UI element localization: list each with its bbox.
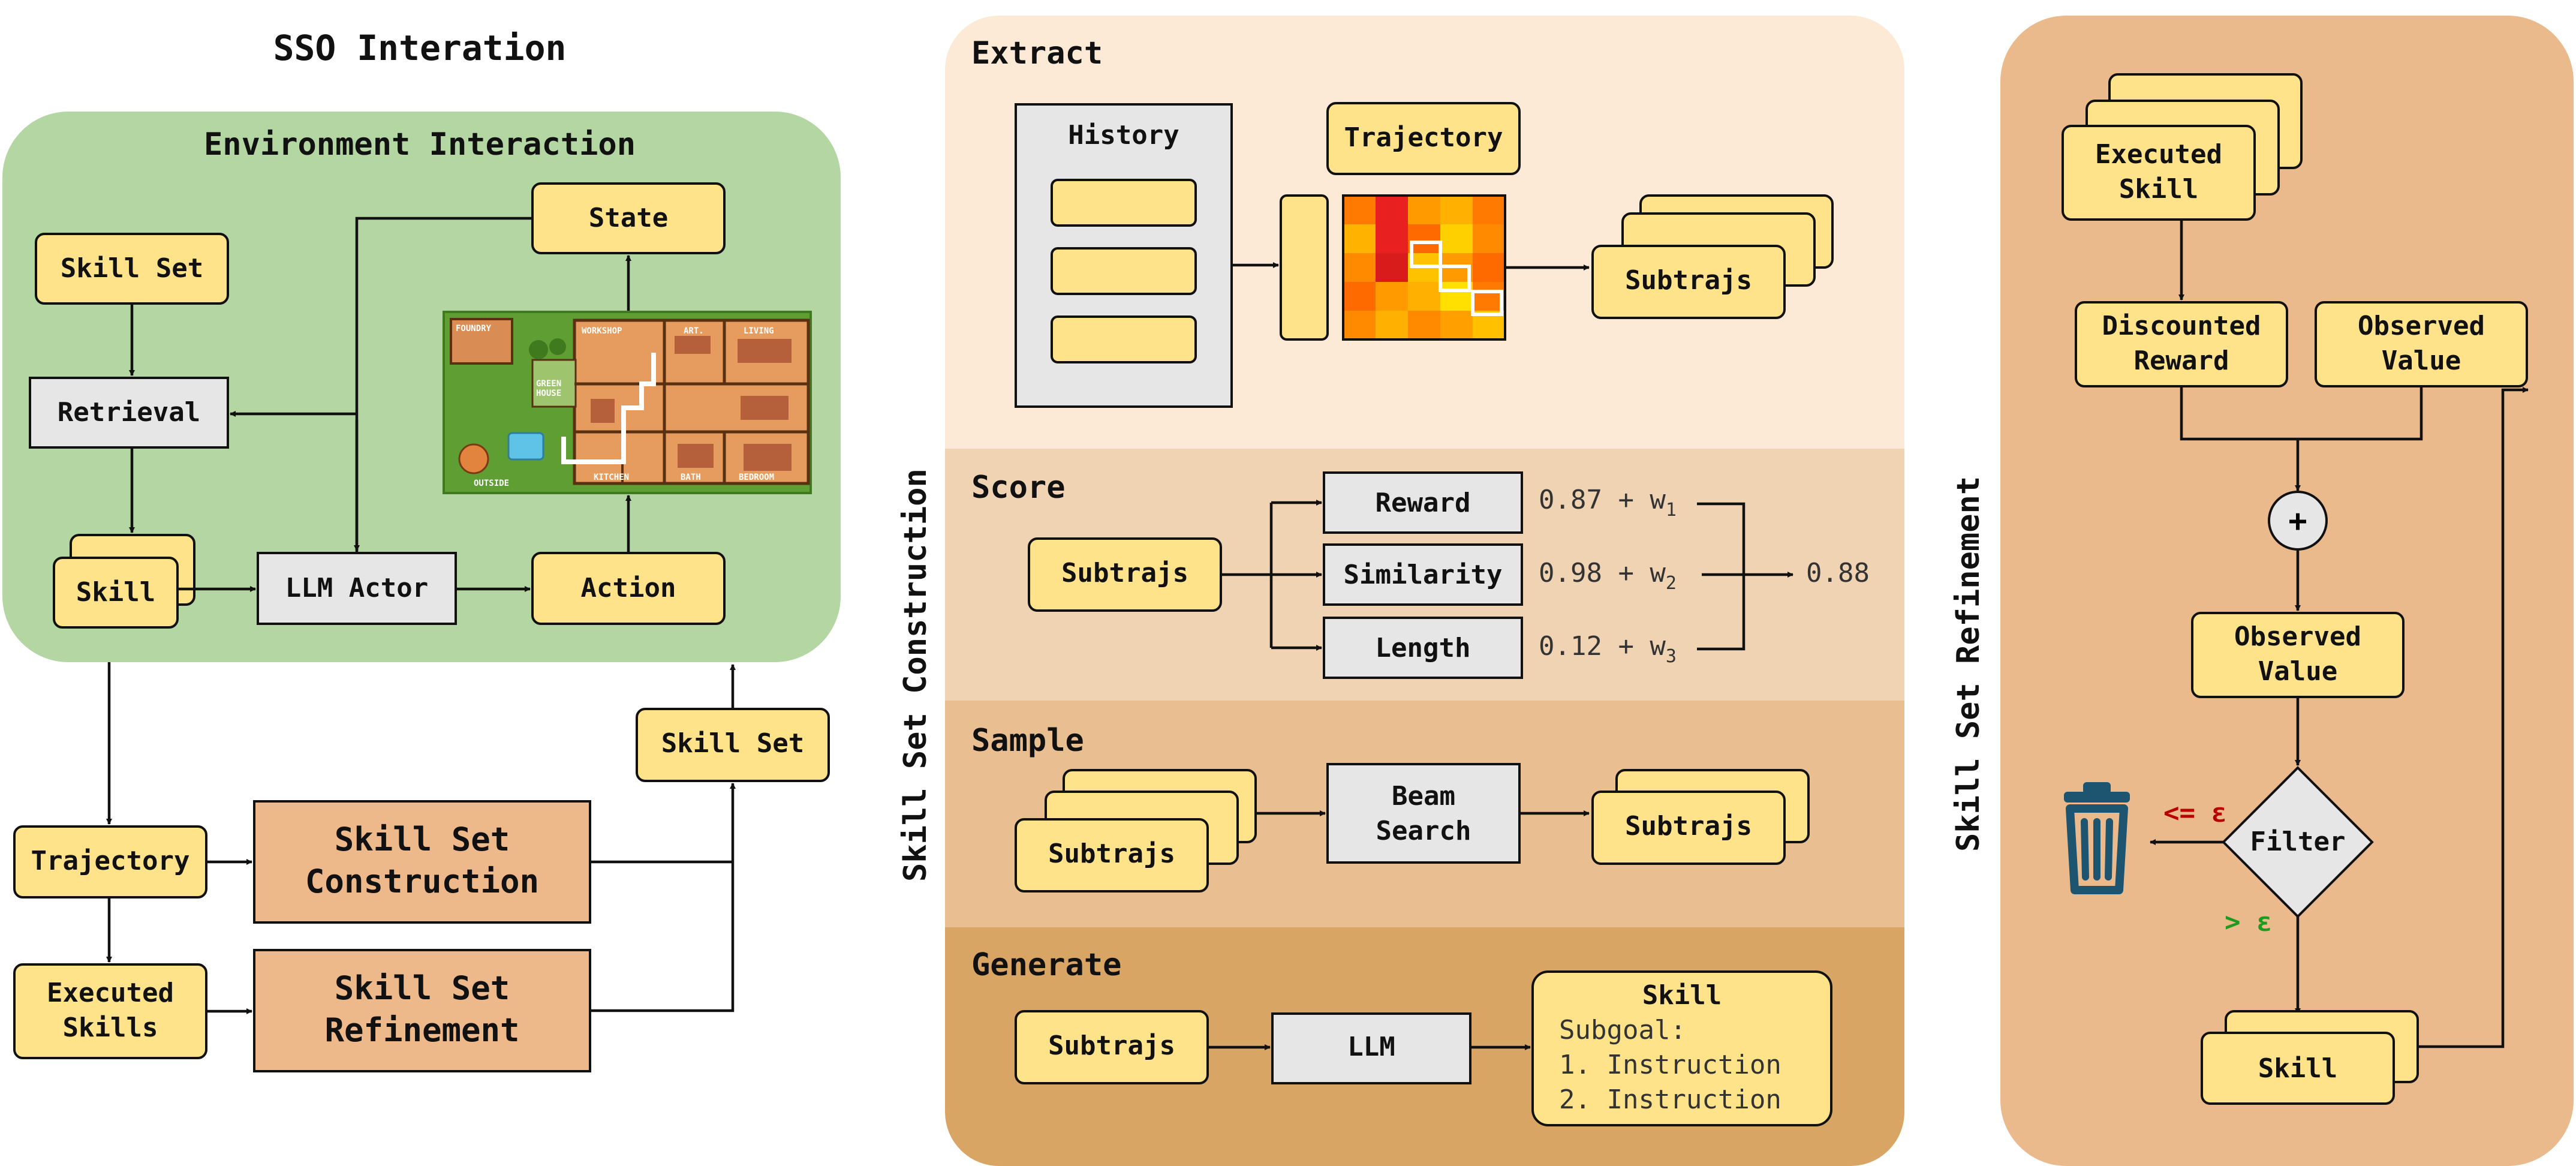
generate-title: Generate [971, 947, 1121, 983]
retrieval-label: Retrieval [58, 397, 200, 428]
environment-interaction-title: Environment Interaction [204, 127, 636, 163]
filter-label: Filter [2250, 827, 2346, 857]
ssc-label-2: Construction [305, 863, 539, 900]
skill-set-label: Skill Set [61, 253, 203, 284]
retrieval-box[interactable] [29, 377, 229, 449]
similarity-score-text: 0.98 + w2 [1539, 558, 1677, 594]
game-map: FOUNDRY WORKSHOP ART. LIVING GREEN HOUSE… [443, 311, 812, 494]
skill-box[interactable] [53, 557, 179, 629]
map-outside-label: OUTSIDE [474, 479, 509, 488]
ssr-label-1: Skill Set [335, 969, 510, 1007]
similarity-label: Similarity [1344, 560, 1503, 590]
map-art-label: ART. [684, 326, 704, 336]
executed-skills-label-2: Skills [63, 1012, 158, 1043]
subtrajs-score-label: Subtrajs [1061, 558, 1188, 588]
trajectory-label: Trajectory [31, 846, 190, 876]
map-bedroom-label: BEDROOM [739, 473, 774, 482]
subtrajs-sample-out-label: Subtrajs [1625, 811, 1752, 842]
observed-value-top-label-1: Observed [2358, 311, 2485, 341]
beam-search-box [1326, 763, 1521, 864]
generated-skill-inst-1: 1. Instruction [1559, 1050, 1781, 1080]
generated-skill-subgoal: Subgoal: [1559, 1015, 1686, 1045]
skill-label: Skill [76, 577, 155, 608]
executed-skill-label-1: Executed [2095, 139, 2222, 170]
subtrajs-sample-box[interactable] [1015, 818, 1209, 892]
history-label: History [1068, 120, 1179, 151]
map-green-label: GREEN [536, 379, 561, 389]
history-item-3 [1051, 315, 1197, 363]
subtrajs-extract-box[interactable] [1591, 245, 1786, 319]
subtrajs-sample-label: Subtrajs [1048, 839, 1175, 869]
state-label: State [589, 203, 668, 233]
llm-label: LLM [1347, 1032, 1395, 1062]
ssr-label-2: Refinement [324, 1011, 519, 1049]
reward-label: Reward [1376, 488, 1471, 518]
discounted-reward-label-1: Discounted [2102, 311, 2261, 341]
ssc-label-1: Skill Set [335, 821, 510, 858]
trajectory-extract-label: Trajectory [1344, 122, 1503, 153]
action-label: Action [581, 573, 676, 603]
sso-interaction-panel: SSO Interation Environment Interaction S… [2, 28, 841, 1072]
reward-score-text: 0.87 + w1 [1539, 485, 1677, 521]
score-title: Score [971, 470, 1066, 506]
executed-skills-label-1: Executed [47, 978, 174, 1008]
generated-skill-title: Skill [1642, 980, 1722, 1011]
history-item-1 [1051, 179, 1197, 227]
map-bath-label: BATH [681, 473, 701, 482]
final-score-text: 0.88 [1806, 558, 1870, 588]
skill-out-label: Skill [2258, 1053, 2337, 1084]
le-epsilon-label: <= ε [2163, 798, 2227, 828]
trash-icon [2064, 782, 2130, 894]
observed-value-top-label-2: Value [2382, 345, 2461, 376]
subtrajs-generate-label: Subtrajs [1048, 1030, 1175, 1061]
observed-value-label-1: Observed [2234, 621, 2361, 652]
map-living-label: LIVING [744, 326, 774, 336]
length-label: Length [1376, 633, 1471, 663]
extract-title: Extract [971, 35, 1103, 71]
similarity-box [1323, 543, 1523, 606]
sso-title: SSO Interation [273, 28, 567, 68]
trajectory-extract-box[interactable] [1326, 102, 1521, 175]
skill-set-construction-box[interactable] [253, 800, 591, 924]
ssr-vertical-title: Skill Set Refinement [1951, 476, 1987, 852]
llm-actor-box[interactable] [257, 552, 457, 625]
beam-label-1: Beam [1392, 781, 1455, 812]
plus-label: + [2288, 503, 2307, 539]
skill-set-construction-panel: Skill Set Construction Extract History T… [898, 16, 1904, 1166]
discounted-reward-label-2: Reward [2134, 345, 2229, 376]
skill-out-box[interactable] [2201, 1032, 2395, 1105]
llm-box [1271, 1012, 1471, 1084]
executed-skill-box[interactable] [2062, 125, 2256, 221]
map-foundry-label: FOUNDRY [456, 324, 492, 333]
skill-set-refinement-box[interactable] [253, 949, 591, 1072]
length-score-text: 0.12 + w3 [1539, 631, 1677, 667]
gt-epsilon-label: > ε [2225, 907, 2272, 937]
skill-set-output-label: Skill Set [661, 728, 804, 759]
encoder-box [1280, 194, 1329, 341]
llm-actor-label: LLM Actor [285, 573, 428, 603]
beam-label-2: Search [1376, 816, 1471, 846]
history-item-2 [1051, 247, 1197, 295]
length-box [1323, 617, 1523, 679]
map-kitchen-label: KITCHEN [594, 473, 629, 482]
subtrajs-extract-label: Subtrajs [1625, 265, 1752, 296]
map-house-label: HOUSE [536, 389, 561, 398]
subtrajs-sample-out-box[interactable] [1591, 791, 1786, 865]
generated-skill-inst-2: 2. Instruction [1559, 1084, 1781, 1115]
skill-set-refinement-panel: Skill Set Refinement Executed Skill Disc… [1951, 16, 2574, 1166]
observed-value-label-2: Value [2258, 656, 2337, 687]
reward-box [1323, 471, 1523, 534]
ssc-vertical-title: Skill Set Construction [898, 468, 934, 882]
map-workshop-label: WORKSHOP [582, 326, 622, 336]
sample-title: Sample [971, 723, 1084, 759]
similarity-heatmap [1343, 196, 1505, 339]
executed-skill-label-2: Skill [2119, 174, 2198, 205]
generated-skill-box[interactable] [1531, 970, 1832, 1126]
